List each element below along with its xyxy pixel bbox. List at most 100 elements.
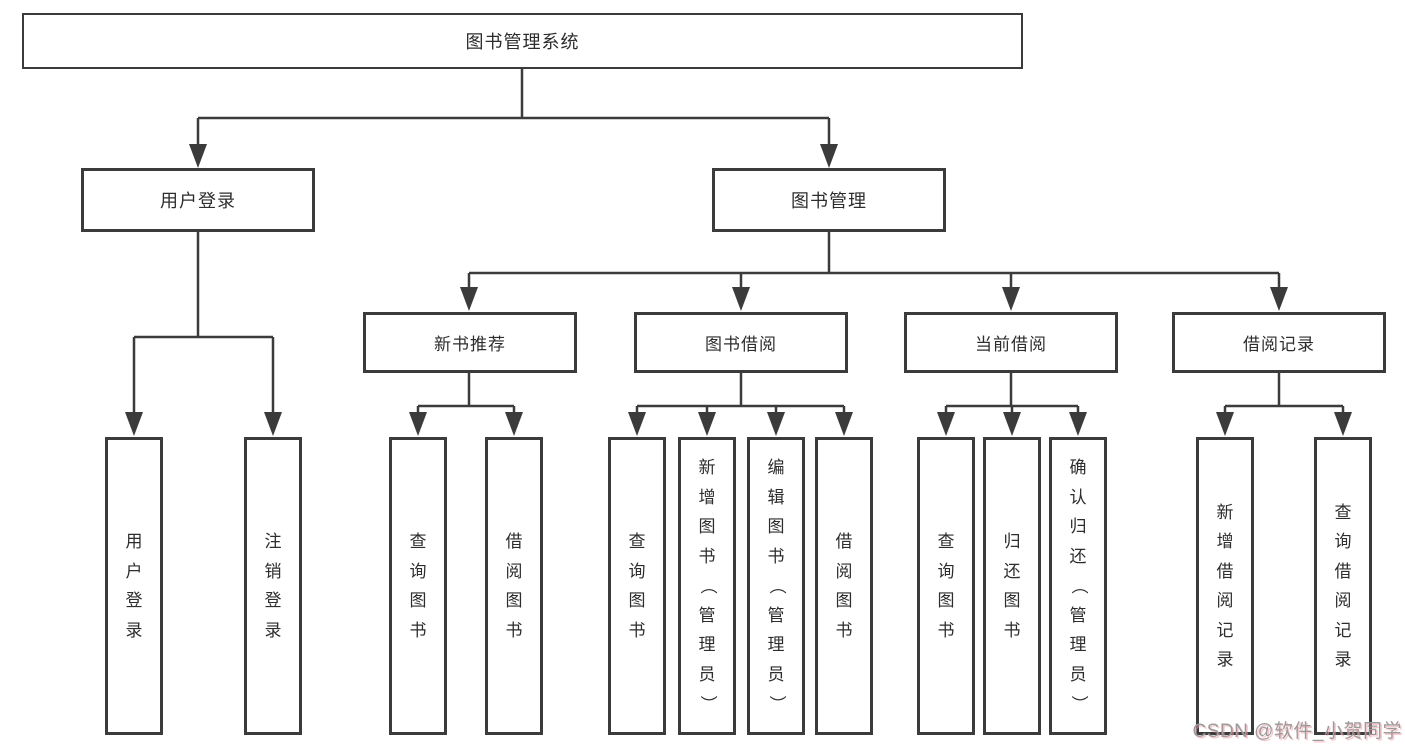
node-root: 图书管理系统 (22, 13, 1023, 69)
vertical-char: 员 (698, 664, 716, 684)
vertical-char: 查 (409, 532, 427, 551)
arrowhead-icon (460, 287, 478, 311)
vertical-char: 询 (628, 561, 646, 581)
arrowhead-icon (835, 412, 853, 436)
vertical-char: 员 (767, 664, 785, 684)
leaf-logout-label: 注销登录 (265, 527, 282, 645)
arrowhead-icon (189, 144, 207, 168)
node-user-login: 用户登录 (81, 168, 315, 232)
leaf-current-query-books: 查询图书 (917, 437, 975, 735)
vertical-char: 登 (125, 591, 143, 610)
vertical-char: 查 (937, 532, 955, 551)
leaf-borrow-edit-books-admin-label: 编辑图书（管理员） (767, 453, 786, 719)
vertical-char: 书 (937, 620, 955, 640)
vertical-char: 户 (125, 561, 143, 581)
vertical-char: 图 (698, 517, 716, 537)
vertical-char: 书 (409, 620, 427, 640)
vertical-char: 借 (505, 532, 523, 551)
vertical-char: 询 (409, 561, 427, 581)
vertical-char: 询 (1334, 532, 1352, 551)
arrowhead-icon (937, 412, 955, 436)
vertical-char: 员 (1069, 664, 1087, 684)
csdn-watermark: CSDN @软件_小贺同学 (1192, 721, 1402, 742)
arrowhead-icon (732, 287, 750, 311)
vertical-char: 录 (1334, 650, 1352, 669)
vertical-char: 录 (125, 620, 143, 640)
vertical-char: 管 (698, 605, 716, 625)
leaf-logout: 注销登录 (244, 437, 302, 735)
leaf-borrow-edit-books-admin: 编辑图书（管理员） (747, 437, 805, 735)
node-borrow-records-label: 借阅记录 (1243, 335, 1315, 354)
arrowhead-icon (1216, 412, 1234, 436)
vertical-char: 管 (1069, 605, 1087, 625)
node-new-book-recommend-label: 新书推荐 (434, 335, 506, 354)
vertical-char: 管 (767, 605, 785, 625)
node-current-borrow-label: 当前借阅 (975, 335, 1047, 354)
vertical-char: 编 (767, 458, 785, 478)
node-user-login-label: 用户登录 (160, 191, 236, 211)
vertical-char: 阅 (505, 561, 523, 581)
node-root-label: 图书管理系统 (465, 32, 580, 52)
arrowhead-icon (409, 412, 427, 436)
vertical-char: 阅 (1334, 591, 1352, 610)
vertical-char: 认 (1069, 487, 1087, 507)
leaf-current-confirm-return-admin: 确认归还（管理员） (1049, 437, 1107, 735)
vertical-char: 新 (698, 458, 716, 478)
vertical-char: 图 (1003, 591, 1021, 610)
vertical-char: 书 (698, 546, 716, 566)
vertical-char: 图 (505, 591, 523, 610)
arrowhead-icon (125, 412, 143, 436)
vertical-char: （ (697, 577, 717, 595)
arrowhead-icon (505, 412, 523, 436)
vertical-char: 理 (767, 635, 785, 655)
vertical-char: 阅 (1216, 591, 1234, 610)
node-book-borrow-label: 图书借阅 (705, 335, 777, 354)
vertical-char: 记 (1216, 620, 1234, 640)
vertical-char: 增 (698, 487, 716, 507)
vertical-char: ） (1068, 695, 1088, 713)
vertical-char: 书 (835, 620, 853, 640)
arrowhead-icon (1270, 287, 1288, 311)
vertical-char: 归 (1003, 532, 1021, 551)
vertical-char: 图 (409, 591, 427, 610)
leaf-current-return-books: 归还图书 (983, 437, 1041, 735)
leaf-borrow-query-books-label: 查询图书 (629, 527, 646, 645)
vertical-char: 注 (264, 532, 282, 551)
leaf-records-query-record: 查询借阅记录 (1314, 437, 1372, 735)
vertical-char: （ (1068, 577, 1088, 595)
leaf-current-confirm-return-admin-label: 确认归还（管理员） (1069, 453, 1088, 719)
leaf-recommend-query-books-label: 查询图书 (410, 527, 427, 645)
vertical-char: 还 (1003, 561, 1021, 581)
vertical-char: 图 (628, 591, 646, 610)
vertical-char: 询 (937, 561, 955, 581)
leaf-current-query-books-label: 查询图书 (938, 527, 955, 645)
leaf-recommend-query-books: 查询图书 (389, 437, 447, 735)
arrowhead-icon (1334, 412, 1352, 436)
vertical-char: 查 (1334, 502, 1352, 522)
vertical-char: 借 (1334, 561, 1352, 581)
vertical-char: 查 (628, 532, 646, 551)
arrowhead-icon (698, 412, 716, 436)
leaf-records-query-record-label: 查询借阅记录 (1335, 498, 1352, 675)
vertical-char: 书 (505, 620, 523, 640)
leaf-borrow-add-books-admin: 新增图书 （ 管理员 ） (678, 437, 736, 735)
leaf-records-add-record-label: 新增借阅记录 (1217, 498, 1234, 675)
arrowhead-icon (264, 412, 282, 436)
vertical-char: 书 (628, 620, 646, 640)
vertical-char: 记 (1334, 620, 1352, 640)
node-borrow-records: 借阅记录 (1172, 312, 1386, 373)
vertical-char: 用 (125, 532, 143, 551)
vertical-char: 图 (767, 517, 785, 537)
node-book-borrow: 图书借阅 (634, 312, 848, 373)
vertical-char: 理 (698, 635, 716, 655)
vertical-char: 录 (264, 620, 282, 640)
vertical-char: 增 (1216, 532, 1234, 551)
leaf-user-login: 用户登录 (105, 437, 163, 735)
vertical-char: 书 (767, 546, 785, 566)
vertical-char: ） (766, 695, 786, 713)
vertical-char: 归 (1069, 517, 1087, 537)
vertical-char: ） (697, 695, 717, 713)
node-book-management: 图书管理 (712, 168, 946, 232)
